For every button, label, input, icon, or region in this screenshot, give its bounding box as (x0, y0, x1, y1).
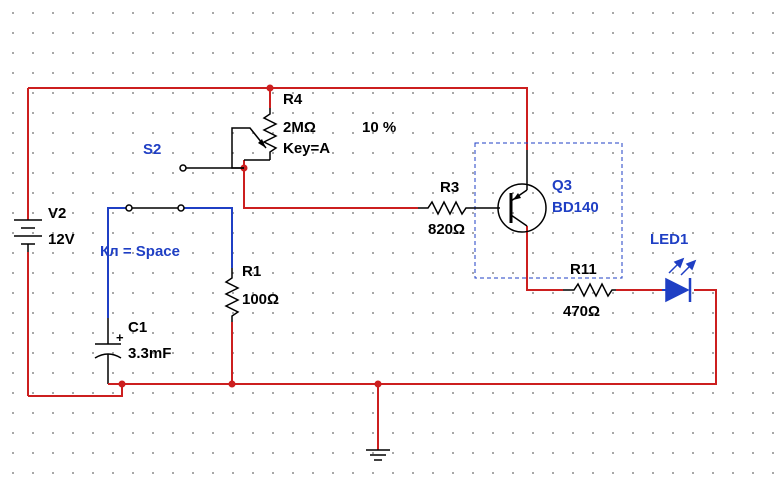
wire-wiper-r3 (243, 160, 418, 209)
junction-dot (266, 84, 274, 92)
wire-bottom-left (28, 384, 123, 397)
r1-value: 100Ω (242, 291, 279, 308)
r1-body (224, 268, 240, 322)
switch-key-label: Кл = Space (100, 243, 180, 260)
wire-led-bottom (122, 289, 717, 385)
c1-ref: C1 (128, 319, 147, 336)
ground-symbol-icon (366, 449, 390, 461)
c1-capacitor[interactable]: + C1 3.3mF (94, 318, 171, 385)
wire-top-rail (28, 87, 528, 150)
switch-contact-left (125, 204, 133, 212)
q3-value: BD140 (552, 199, 599, 216)
wires-red (27, 87, 717, 450)
c1-polarity-icon: + (116, 330, 124, 345)
r11-body (563, 282, 616, 298)
q3-transistor[interactable]: Q3 BD140 (497, 150, 599, 233)
r3-resistor[interactable]: R3 820Ω (418, 179, 500, 238)
r4-potentiometer[interactable]: R4 2MΩ 10 % Key=A (231, 91, 396, 169)
s2-switch[interactable]: S2 (143, 141, 244, 172)
r4-percent: 10 % (362, 119, 396, 136)
r11-ref: R11 (570, 261, 597, 278)
r3-ref: R3 (440, 179, 459, 196)
v2-ref: V2 (48, 205, 66, 222)
r3-value: 820Ω (428, 221, 465, 238)
wire-switch-r1 (184, 207, 233, 268)
q3-package-box (474, 142, 623, 279)
s2-contact (179, 164, 187, 172)
r1-resistor[interactable]: R1 100Ω (224, 263, 279, 322)
v2-battery[interactable]: V2 12V (14, 205, 75, 252)
r4-resistor-body (262, 108, 278, 160)
r4-ref: R4 (283, 91, 303, 108)
junction-dot (228, 380, 236, 388)
r11-value: 470Ω (563, 303, 600, 320)
r11-resistor[interactable]: R11 470Ω (563, 261, 616, 320)
junction-dot (374, 380, 382, 388)
wires-blue (107, 142, 623, 318)
led-light-arrows-icon (668, 257, 697, 276)
space-key-switch[interactable]: Кл = Space (100, 204, 185, 260)
v2-value: 12V (48, 231, 75, 248)
led1-ref: LED1 (650, 231, 688, 248)
switch-contact-right (177, 204, 185, 212)
r4-value: 2MΩ (283, 119, 316, 136)
q3-body (497, 183, 547, 233)
r1-ref: R1 (242, 263, 261, 280)
r4-wiper-arrow-icon (258, 139, 266, 148)
wire-c1-switch (107, 207, 126, 318)
r4-wiper-arm (231, 127, 267, 160)
r4-key: Key=A (283, 140, 330, 157)
wire-q3-r11 (526, 226, 563, 291)
c1-value: 3.3mF (128, 345, 171, 362)
q3-ref: Q3 (552, 177, 572, 194)
led1-diode[interactable]: LED1 (650, 231, 697, 303)
q3-emitter-arrow-icon (513, 193, 521, 200)
s2-ref: S2 (143, 141, 161, 158)
junctions (118, 84, 382, 388)
q3-collector (510, 214, 528, 227)
r3-body (418, 200, 500, 216)
led-triangle (665, 277, 690, 303)
